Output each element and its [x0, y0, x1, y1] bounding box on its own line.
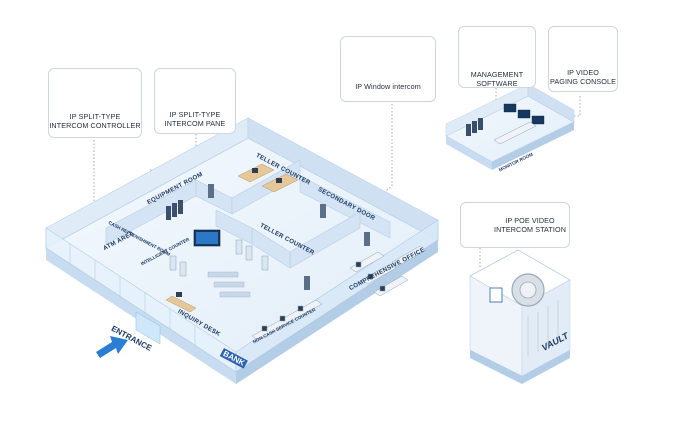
waiting-chairs — [207, 271, 251, 298]
split-controller-label-2: INTERCOM CONTROLLER — [49, 120, 141, 130]
split-controller-card: IP SPLIT-TYPE INTERCOM CONTROLLER — [48, 68, 142, 138]
paging-console-label-1: IP VIDEO — [567, 68, 599, 77]
poe-station-label-1: IP POE VIDEO — [505, 216, 555, 225]
server-racks — [166, 200, 183, 220]
management-software-label-1: MANAGEMENT — [470, 70, 524, 79]
window-intercom-card: IP Window intercom — [340, 36, 436, 102]
split-panel-card: IP SPLIT-TYPE INTERCOM PANE — [154, 68, 236, 134]
management-software-card: MANAGEMENT SOFTWARE — [458, 26, 536, 88]
poe-station-label-2: INTERCOM STATION — [493, 224, 566, 234]
office-desks — [349, 245, 427, 297]
paging-console-label-2: PAGING CONSOLE — [550, 76, 616, 86]
poe-station-card: IP POE VIDEO INTERCOM STATION — [460, 202, 570, 248]
management-software-label-2: SOFTWARE — [476, 78, 518, 88]
entrance-arrow — [96, 336, 128, 358]
paging-console-card: IP VIDEO PAGING CONSOLE — [548, 26, 618, 92]
monitor-room-building — [445, 83, 575, 170]
connector-window-intercom — [284, 104, 393, 273]
split-panel-label-1: IP SPLIT-TYPE — [169, 110, 221, 119]
teller-desks-top — [237, 163, 299, 193]
inquiry-desk-furniture — [165, 292, 197, 313]
non-cash-counter-furniture — [251, 299, 323, 341]
split-controller-label-1: IP SPLIT-TYPE — [69, 112, 121, 121]
window-intercom-label: IP Window intercom — [355, 82, 421, 91]
bank-building — [45, 117, 439, 384]
vault-building — [469, 249, 571, 384]
split-panel-label-2: INTERCOM PANE — [164, 118, 226, 128]
kiosks — [169, 239, 269, 277]
lobby-screen — [193, 229, 221, 247]
doors — [208, 184, 370, 290]
